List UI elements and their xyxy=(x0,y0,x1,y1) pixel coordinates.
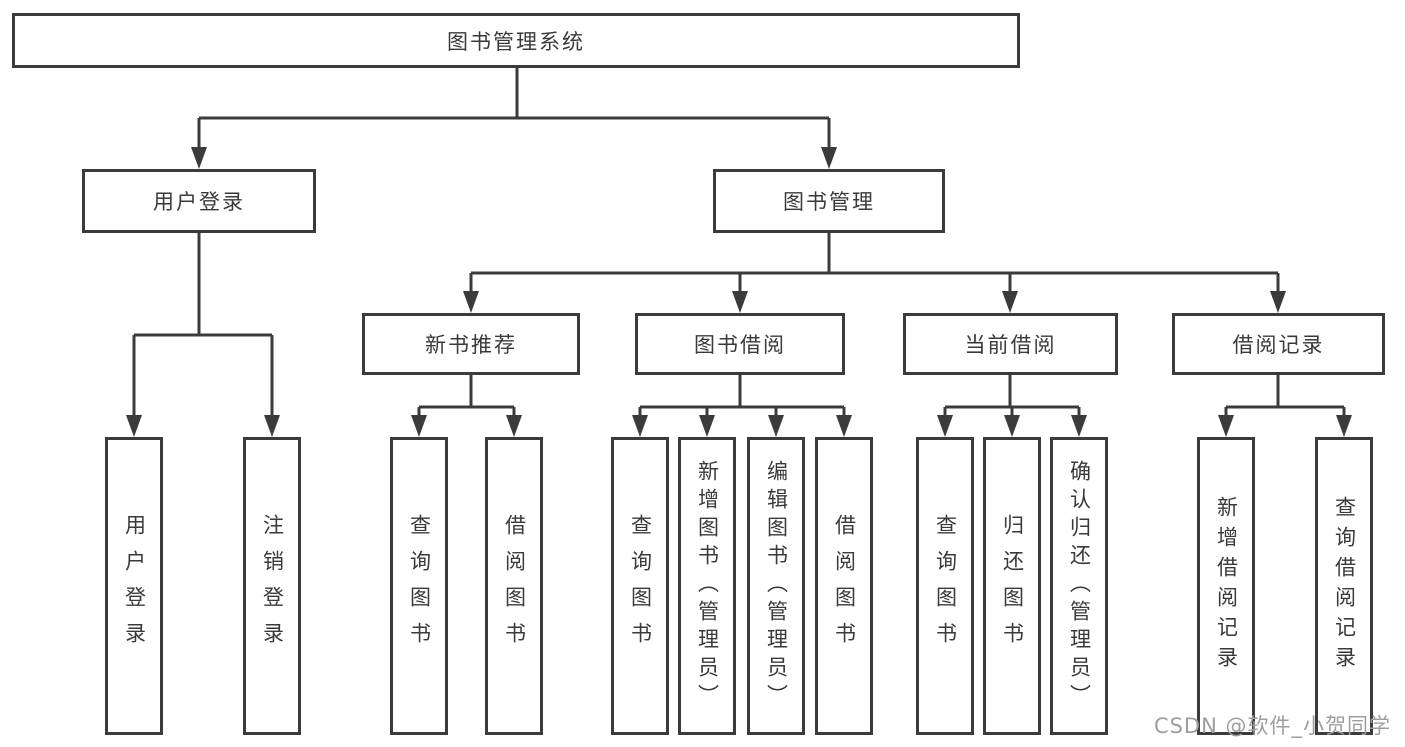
csdn-watermark: CSDN @软件_小贺同学 xyxy=(1153,714,1391,738)
node-borrow-records: 借阅记录 xyxy=(1172,313,1385,375)
leaf-borrowing-query-books: 查询图书 xyxy=(611,437,669,735)
leaf-records-query-record: 查询借阅记录 xyxy=(1315,437,1373,735)
leaf-records-add-record: 新增借阅记录 xyxy=(1197,437,1255,735)
leaf-newbooks-query-books: 查询图书 xyxy=(390,437,448,735)
node-book-management: 图书管理 xyxy=(713,169,945,233)
node-library-system: 图书管理系统 xyxy=(12,13,1020,68)
leaf-current-confirm-return-admin: 确认归还（管理员） xyxy=(1050,437,1108,735)
node-new-book-recommend: 新书推荐 xyxy=(362,313,580,375)
leaf-current-return-books: 归还图书 xyxy=(983,437,1041,735)
leaf-borrowing-borrow-books: 借阅图书 xyxy=(815,437,873,735)
leaf-logout: 注销登录 xyxy=(243,437,301,735)
node-user-login: 用户登录 xyxy=(82,169,316,233)
node-current-borrowing: 当前借阅 xyxy=(903,313,1118,375)
leaf-newbooks-borrow-books: 借阅图书 xyxy=(485,437,543,735)
leaf-borrowing-edit-books-admin: 编辑图书（管理员） xyxy=(747,437,805,735)
leaf-borrowing-add-books-admin: 新增图书（管理员） xyxy=(678,437,736,735)
node-book-borrowing: 图书借阅 xyxy=(635,313,845,375)
leaf-current-query-books: 查询图书 xyxy=(916,437,974,735)
leaf-user-login: 用户登录 xyxy=(105,437,163,735)
